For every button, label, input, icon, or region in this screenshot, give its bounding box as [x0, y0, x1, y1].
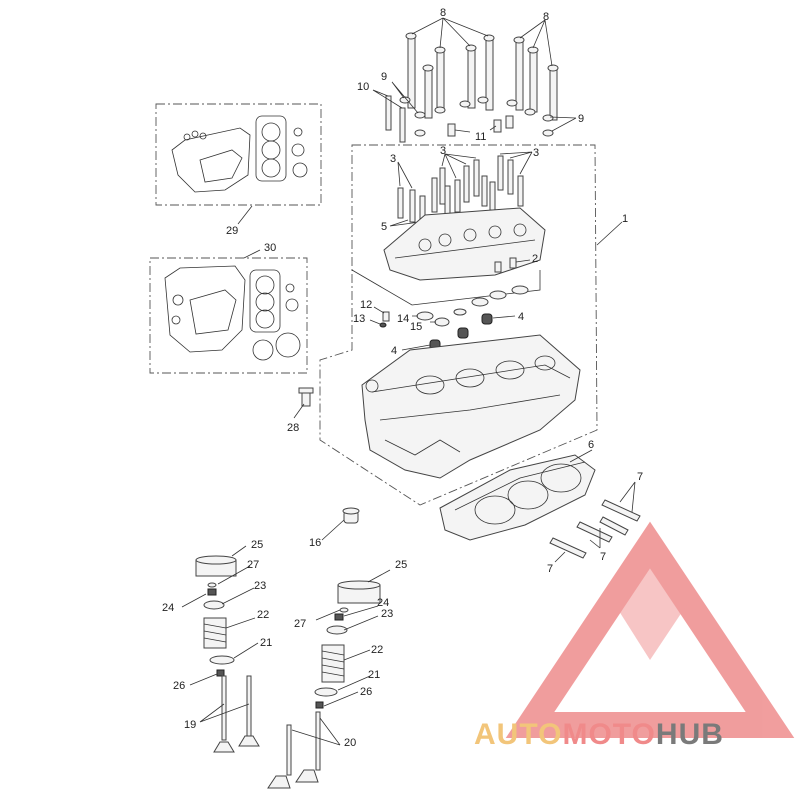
- callout-11: 11: [475, 131, 486, 143]
- valve-train-right: [267, 580, 381, 789]
- studs-7: [549, 499, 641, 559]
- callout-8: 8: [543, 11, 549, 23]
- callout-21: 21: [260, 637, 272, 649]
- watermark-part-auto: AUTO: [474, 718, 563, 751]
- callout-7: 7: [637, 471, 643, 483]
- watermark-part-moto: MOTO: [562, 718, 656, 751]
- callout-23: 23: [254, 580, 266, 592]
- bolts-10: [385, 95, 406, 143]
- callout-3: 3: [440, 145, 446, 157]
- head-gasket-6: [439, 454, 596, 541]
- callout-20: 20: [344, 737, 356, 749]
- callout-29: 29: [226, 225, 238, 237]
- callout-6: 6: [588, 439, 594, 451]
- callout-7: 7: [547, 563, 553, 575]
- callout-21: 21: [368, 669, 380, 681]
- watermark-part-hub: HUB: [655, 718, 724, 751]
- gasket-kit-box-29: [155, 103, 322, 206]
- callout-23: 23: [381, 608, 393, 620]
- callout-5: 5: [381, 221, 387, 233]
- callout-24: 24: [162, 602, 174, 614]
- callout-26: 26: [360, 686, 372, 698]
- callout-24: 24: [377, 597, 389, 609]
- washers-9: [399, 96, 554, 137]
- callout-3: 3: [390, 153, 396, 165]
- callout-9: 9: [578, 113, 584, 125]
- assembly-boundary-1: [319, 144, 598, 506]
- callout-4: 4: [518, 311, 524, 323]
- gasket-kit-30-icon: [164, 265, 301, 361]
- camshaft-ladder-5: [383, 207, 546, 281]
- callout-19: 19: [184, 719, 196, 731]
- callout-22: 22: [371, 644, 383, 656]
- valve-train-left: [195, 555, 260, 753]
- callout-25: 25: [395, 559, 407, 571]
- head-bolts-8: [405, 32, 559, 121]
- callout-1: 1: [622, 213, 628, 225]
- callout-12: 12: [360, 299, 372, 311]
- callout-16: 16: [309, 537, 321, 549]
- callout-2: 2: [532, 253, 538, 265]
- bolt-28: [298, 387, 314, 407]
- plug-16: [342, 507, 360, 524]
- automotohub-watermark: AUTOMOTOHUB: [474, 718, 794, 758]
- cam-cap-bolts-3: [397, 155, 524, 229]
- callout-4: 4: [391, 345, 397, 357]
- callout-8: 8: [440, 7, 446, 19]
- dowels-2: [494, 257, 517, 273]
- plug-12-13: [379, 311, 390, 328]
- callout-22: 22: [257, 609, 269, 621]
- callout-9: 9: [381, 71, 387, 83]
- callout-14: 14: [397, 313, 409, 325]
- gasket-kit-29-icon: [171, 115, 308, 193]
- callout-10: 10: [357, 81, 369, 93]
- callout-28: 28: [287, 422, 299, 434]
- callout-7: 7: [600, 551, 606, 563]
- callout-25: 25: [251, 539, 263, 551]
- automotohub-logo-icon: [505, 521, 795, 738]
- cylinder-head: [361, 334, 581, 479]
- callout-30: 30: [264, 242, 276, 254]
- o-rings-14-15: [416, 285, 529, 327]
- callout-26: 26: [173, 680, 185, 692]
- callout-27: 27: [247, 559, 259, 571]
- callout-27: 27: [294, 618, 306, 630]
- callout-15: 15: [410, 321, 422, 333]
- callout-3: 3: [533, 147, 539, 159]
- callout-13: 13: [353, 313, 365, 325]
